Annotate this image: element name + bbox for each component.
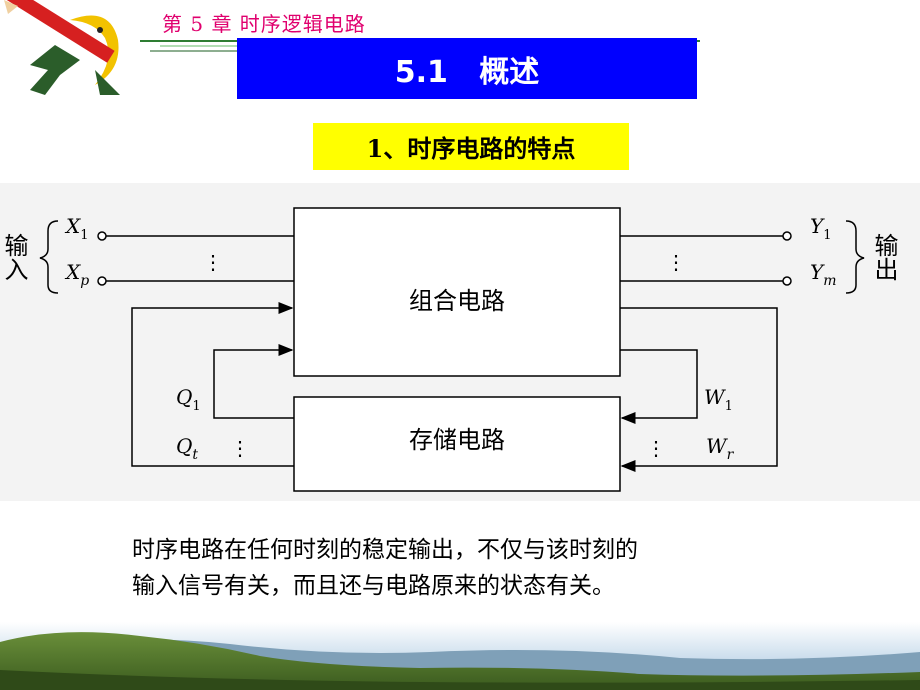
state-ellipsis: ⋮ — [230, 436, 250, 460]
output-ym-label: Ym — [810, 260, 836, 289]
storage-block-label: 存储电路 — [409, 426, 505, 454]
output-brace — [845, 220, 865, 294]
input-xp-label: Xp — [64, 260, 89, 289]
storage-block — [293, 396, 621, 492]
drive-w1-label: W1 — [704, 385, 733, 414]
output-y1-label: Y1 — [810, 214, 831, 243]
description: 时序电路在任何时刻的稳定输出，不仅与该时刻的 输入信号有关，而且还与电路原来的状… — [132, 532, 832, 604]
state-q1-label: Q1 — [176, 385, 201, 414]
input-brace — [39, 220, 59, 294]
drive-wr-label: Wr — [706, 434, 735, 463]
feedback-q1-line — [213, 344, 294, 419]
input-x1-label: X1 — [64, 214, 89, 243]
feedback-qt-line — [131, 302, 294, 467]
chapter-title: 第 5 章 时序逻辑电路 — [162, 12, 366, 36]
description-line-2: 输入信号有关，而且还与电路原来的状态有关。 — [132, 573, 615, 599]
input-terminal-xp — [97, 276, 107, 286]
drive-wr-line — [620, 307, 778, 472]
output-group-label: 输出 — [870, 233, 898, 281]
output-ellipsis: ⋮ — [666, 250, 686, 274]
section-title: 5.1 概述 — [394, 54, 540, 90]
combinational-block-label: 组合电路 — [409, 287, 505, 315]
description-line-1: 时序电路在任何时刻的稳定输出，不仅与该时刻的 — [132, 537, 638, 563]
input-ellipsis: ⋮ — [203, 250, 223, 274]
input-group-label: 输入 — [0, 233, 28, 281]
drive-w1-line — [620, 349, 698, 424]
output-terminal-ym — [782, 276, 792, 286]
landscape-footer-image — [0, 622, 920, 690]
state-qt-label: Qt — [176, 434, 198, 463]
drive-ellipsis: ⋮ — [646, 436, 666, 460]
pencil-moon-logo — [4, 0, 120, 95]
section-title-banner: 5.1 概述 — [237, 38, 697, 99]
sequential-circuit-diagram: 组合电路 存储电路 ⋮ ⋮ X1 Xp 输入 Y1 Ym 输出 Q1 Qt ⋮ … — [0, 207, 898, 492]
subsection-title: 1、时序电路的特点 — [313, 123, 629, 170]
input-terminal-x1 — [97, 231, 107, 241]
output-terminal-y1 — [782, 231, 792, 241]
combinational-block — [293, 207, 621, 377]
